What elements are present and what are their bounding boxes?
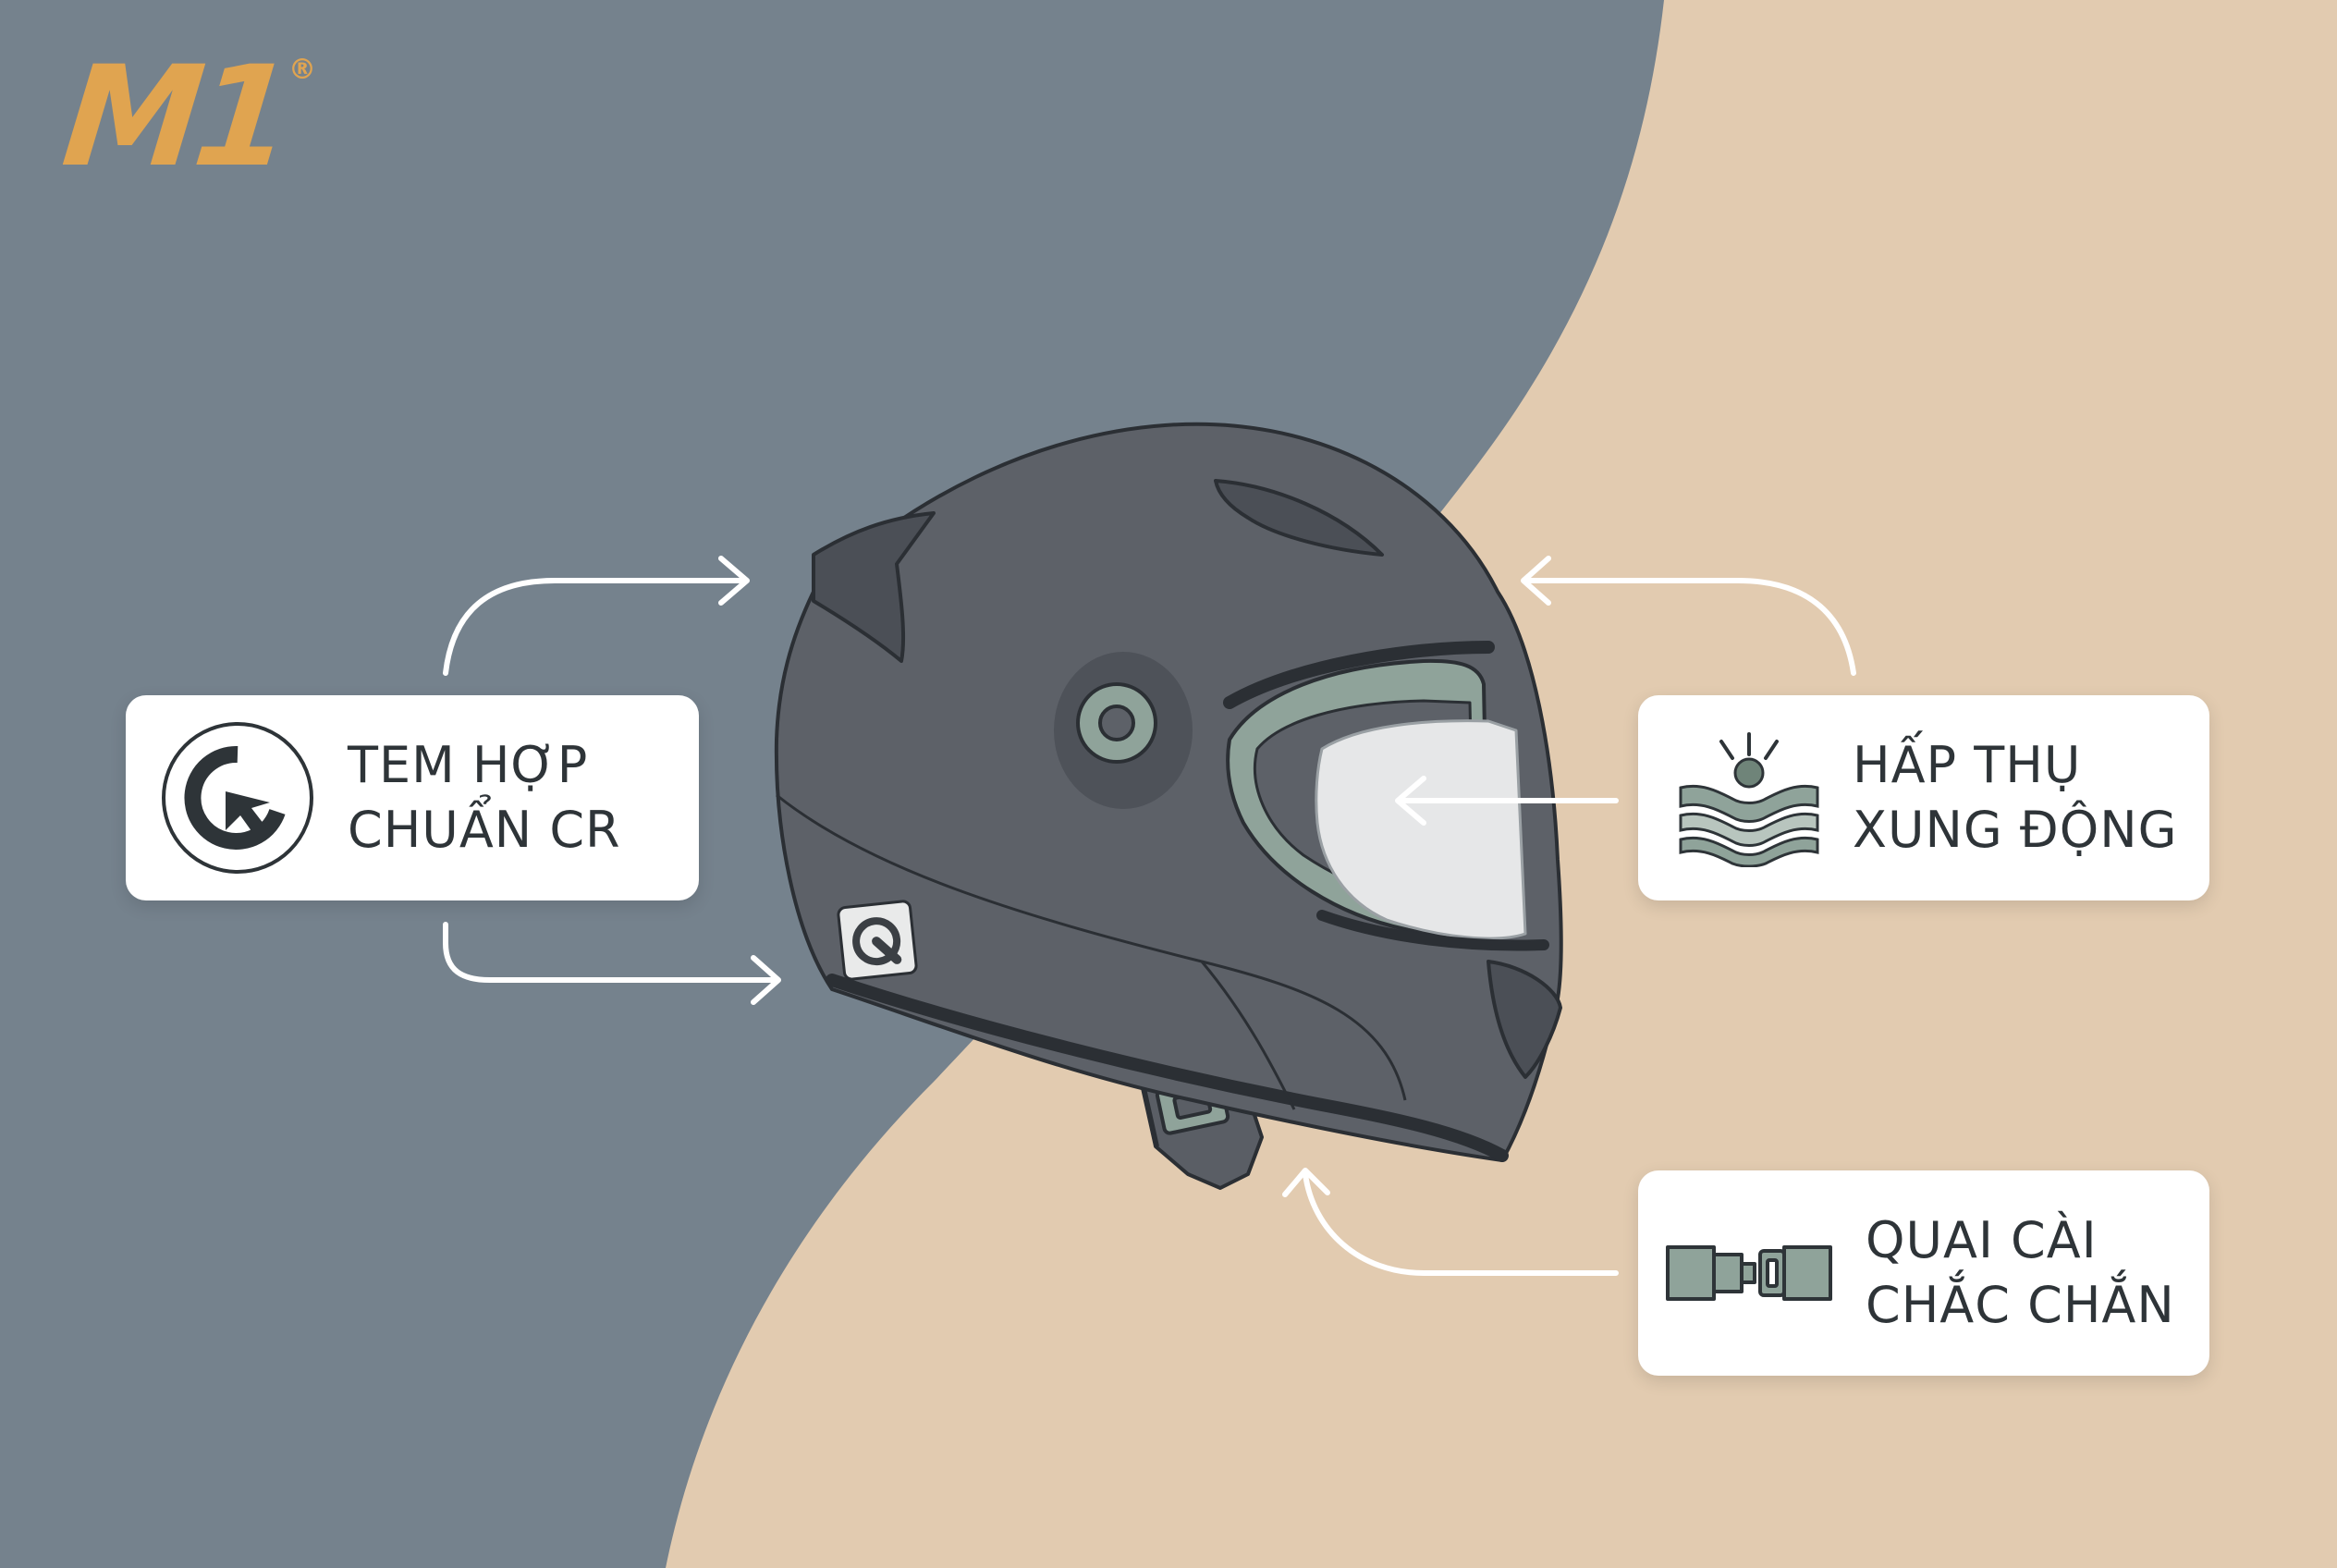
callout-card-buckle: QUAI CÀI CHẮC CHẮN [1638, 1170, 2209, 1376]
buckle-label-line1: QUAI CÀI [1866, 1211, 2098, 1269]
callout-arrows [443, 556, 1856, 1276]
top-vent [1214, 479, 1384, 557]
arrow-buckle [1303, 1171, 1619, 1276]
visor-glass [1315, 719, 1527, 940]
buckle-icon [1664, 1227, 1836, 1319]
cr-label-line1: TEM HỢP [348, 736, 589, 794]
arrow-shock-top [1523, 578, 1856, 676]
helmet-cr-badge [837, 900, 918, 981]
helmet-illustration [774, 422, 1563, 1190]
shock-absorption-icon [1675, 729, 1823, 867]
registered-mark: ® [288, 54, 316, 86]
cr-certification-icon [159, 719, 316, 876]
brand-logo: M1 ® [56, 37, 316, 198]
logo-text: M1 [55, 37, 293, 198]
arrow-cr-bottom [443, 922, 779, 983]
rear-spoiler [812, 511, 936, 663]
buckle-label-line2: CHẮC CHẮN [1866, 1276, 2175, 1334]
cr-label-line2: CHUẨN CR [348, 801, 621, 859]
callout-card-shock-absorption: HẤP THỤ XUNG ĐỘNG [1638, 695, 2209, 900]
shock-label-line2: XUNG ĐỘNG [1853, 801, 2178, 859]
callout-card-cr: TEM HỢP CHUẨN CR [126, 695, 699, 900]
shock-label-line1: HẤP THỤ [1853, 736, 2082, 794]
arrow-cr-top [443, 578, 747, 676]
helmet-shell [774, 422, 1563, 1162]
